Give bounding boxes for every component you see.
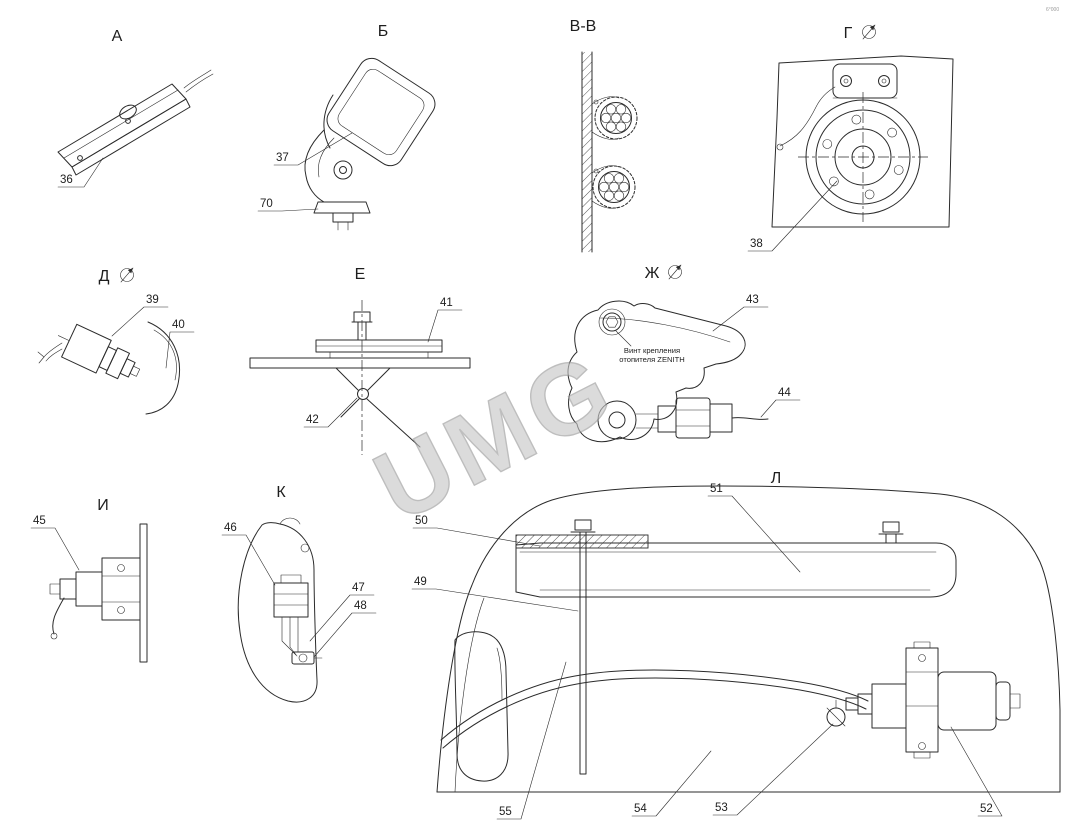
svg-text:54: 54 [634,803,647,815]
body-silhouette [436,485,1061,793]
svg-text:50: 50 [415,515,428,527]
worklight-drawing [304,57,436,231]
svg-text:52: 52 [980,803,993,815]
view-i: И 45 [30,497,148,663]
svg-text:37: 37 [276,152,289,164]
label-48: 48 [313,600,377,658]
label-49: 49 [411,576,579,612]
view-direction-icon [862,24,876,40]
connector-bracket-drawing [237,517,323,703]
view-g: Г 38 [747,24,954,252]
svg-text:36: 36 [60,174,73,186]
cable-bundle-upper [591,96,638,140]
pump-assembly [826,641,1021,759]
valve-assembly-drawing [49,523,148,663]
zenith-note-line2: отопителя ZENITH [619,355,684,364]
hose [440,669,869,749]
svg-text:48: 48 [354,600,367,612]
heater-tank [515,534,957,598]
label-47: 47 [309,582,375,642]
view-title-e: Е [355,266,366,283]
label-43: 43 [712,294,769,332]
marker-lamp-drawing [57,69,214,176]
label-54: 54 [631,750,712,817]
svg-text:46: 46 [224,522,237,534]
label-40: 40 [165,319,195,369]
sensor-clamp-drawing [37,321,180,415]
view-title-i: И [97,497,109,514]
view-title-d: Д [99,268,110,285]
view-direction-icon [668,264,682,280]
svg-text:44: 44 [778,387,791,399]
label-45: 45 [30,515,80,571]
svg-text:70: 70 [260,198,273,210]
view-e: Е 41 42 [249,266,471,455]
label-46: 46 [221,522,276,586]
panel-wall-section [581,51,593,253]
label-41: 41 [427,297,463,343]
antenna-base-drawing [249,300,471,455]
label-70: 70 [257,198,319,212]
svg-text:55: 55 [499,806,512,818]
zenith-note-line1: Винт крепления [624,346,680,355]
svg-text:47: 47 [352,582,365,594]
label-39: 39 [111,294,169,337]
view-title-b: Б [378,23,389,40]
view-title-g: Г [844,25,853,42]
label-52: 52 [950,726,1003,817]
watermark: UMG [358,329,633,543]
view-l: Л [411,470,1061,820]
view-title-k: К [276,484,286,501]
view-title-l: Л [771,470,782,487]
svg-text:41: 41 [440,297,453,309]
mounting-stud [570,519,904,775]
label-36: 36 [57,157,104,188]
view-d: Д 39 40 [37,267,195,415]
svg-text:39: 39 [146,294,159,306]
svg-text:42: 42 [306,414,319,426]
flange-mount-drawing [771,55,954,228]
mudguard [454,631,509,782]
view-k: К 46 47 48 [221,484,377,703]
svg-text:43: 43 [746,294,759,306]
label-37: 37 [273,132,353,166]
svg-text:45: 45 [33,515,46,527]
cable-bundle-lower [591,165,636,209]
label-44: 44 [760,387,801,418]
svg-text:49: 49 [414,576,427,588]
view-b: Б 37 70 [257,23,436,231]
sheet-corner-mark: 6°000 [1046,7,1059,13]
svg-text:51: 51 [710,483,723,495]
svg-text:40: 40 [172,319,185,331]
label-38: 38 [747,180,838,252]
view-vv: В-В [570,18,638,253]
label-50: 50 [412,515,541,547]
view-a: А 36 [57,28,214,188]
label-42: 42 [303,397,358,428]
label-53: 53 [712,723,834,816]
zenith-note: Винт крепления отопителя ZENITH [615,330,685,364]
view-title-zh: Ж [645,265,660,282]
heater-bracket-drawing [567,300,769,442]
insulation-mat [515,534,649,549]
view-title-a: А [112,28,123,45]
svg-text:38: 38 [750,238,763,250]
label-51: 51 [707,483,801,573]
label-55: 55 [496,661,567,820]
view-direction-icon [120,267,134,283]
view-title-vv: В-В [570,18,597,35]
svg-text:53: 53 [715,802,728,814]
view-zh: Ж Винт крепления отопителя ZENITH [567,264,801,442]
